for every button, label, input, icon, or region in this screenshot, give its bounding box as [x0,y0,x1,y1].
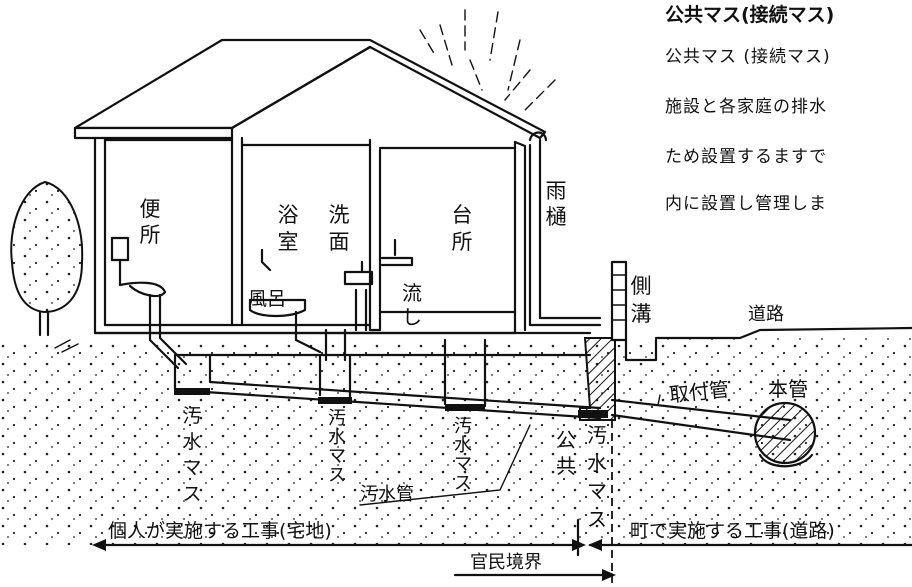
label-road: 道路 [748,304,784,325]
vertical-label-char: 便 [140,197,161,221]
label-side-ditch: 側溝 [631,274,652,326]
description-line: 内に設置し管理しま [665,194,827,214]
vertical-label-char: 汚 [182,405,201,427]
side-ditch [610,260,658,362]
label-sewage-box-2: 汚水マス [328,408,346,486]
main-pipe [753,401,817,468]
vertical-label-char: 水 [587,451,607,475]
vertical-label-char: 雨 [546,179,567,203]
label-sink: 流し [402,281,422,329]
vertical-label-char: し [402,305,422,329]
sewage-box-marker [174,388,210,395]
road-surface [654,326,912,340]
vertical-label-char: 流 [402,281,422,305]
work-range-arrows [92,518,912,581]
vertical-label-char: 水 [454,435,472,456]
heading: 公共マス(接続マス) [665,4,835,26]
vertical-label-char: 水 [328,427,346,448]
vertical-label-char: 汚 [328,408,346,429]
label-public: 公共 [556,428,576,478]
description-line: ため設置するますで [665,147,828,167]
sewage-box-marker [318,397,352,404]
vertical-label-char: 洗 [329,203,350,227]
label-bathtub: 風呂 [248,288,286,310]
vertical-label-char: ス [454,473,472,494]
label-boundary: 官民境界 [470,552,542,573]
label-sewage-box-3: 汚水マス [454,416,472,494]
vertical-label-char: 室 [278,230,299,254]
vertical-label-char: 樋 [546,205,567,229]
vertical-label-char: マ [454,454,472,475]
vertical-label-char: 側 [631,274,652,298]
label-kitchen: 台所 [452,203,473,254]
rain-streaks [419,9,556,111]
vertical-label-char: 公 [556,428,576,452]
vertical-label-char: 所 [452,230,473,254]
sewage-box-marker [445,404,485,411]
leader-lines [359,394,661,506]
house-roof [73,38,547,140]
vertical-label-char: ス [182,483,201,505]
label-toilet: 便所 [140,197,161,247]
vertical-label-char: 所 [140,223,161,247]
label-town-work: 町で実施する工事(道路) [630,520,835,542]
vertical-label-char: マ [587,479,607,503]
label-bath: 浴室 [278,203,299,254]
label-sewage-pipe: 汚水管 [360,484,414,505]
drain-downpipes [148,131,602,370]
vertical-label-char: 水 [182,431,201,453]
label-sewage-box-1: 汚水マス [182,405,201,505]
label-gutter: 雨樋 [546,179,567,229]
vertical-label-char: 溝 [631,302,652,326]
vertical-label-char: 共 [556,454,576,478]
ground-soil [0,338,912,545]
description-line: 施設と各家庭の排水 [665,97,827,117]
house-structure [93,136,592,335]
vertical-label-char: 汚 [454,416,472,437]
label-public-sewage-box: 汚水マス [587,423,607,531]
description-line: 公共マス (接続マス) [665,47,831,67]
vertical-label-char: 面 [329,230,350,254]
vertical-label-char: マ [182,457,201,479]
label-private-work: 個人が実施する工事(宅地) [108,520,332,542]
vertical-label-char: 台 [452,203,473,227]
label-washroom: 洗面 [329,203,350,254]
vertical-label-char: ス [328,465,346,486]
vertical-label-char: マ [328,446,346,467]
vertical-label-char: 浴 [278,203,299,227]
tree [10,180,84,353]
vertical-label-char: 汚 [587,423,607,447]
label-main-pipe: 本管 [768,377,808,401]
vertical-label-char: ス [587,507,607,531]
